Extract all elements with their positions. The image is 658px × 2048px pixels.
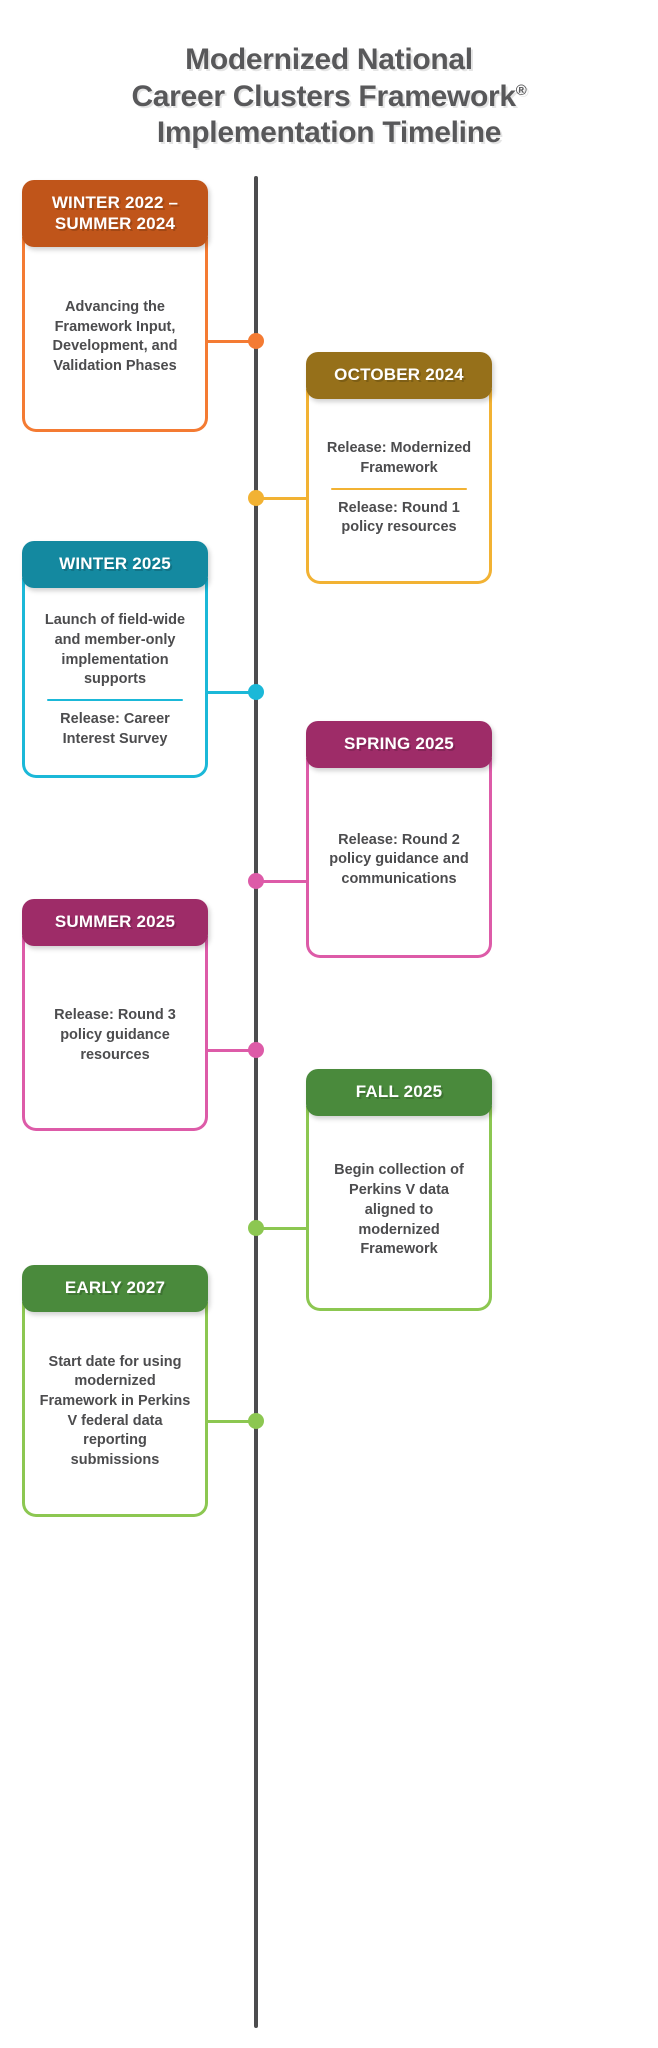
page-title: Modernized National Career Clusters Fram… [0,42,658,152]
timeline-card-text-winter-2025-1: Release: Career Interest Survey [60,710,170,747]
timeline-card-text-summer-2025-0: Release: Round 3 policy guidance resourc… [54,1007,176,1063]
timeline-card-label-line-2: SUMMER 2024 [54,213,176,233]
timeline-card-divider [47,698,183,701]
timeline-connector-october-2024 [256,497,309,500]
timeline-connector-summer-2025 [205,1049,256,1052]
timeline-card-header-winter-2022-summer-2024: WINTER 2022 –SUMMER 2024 [22,180,208,248]
timeline-card-header-winter-2025: WINTER 2025 [22,541,208,588]
timeline-card-body-summer-2025: Release: Round 3 policy guidance resourc… [22,935,208,1131]
timeline-card-header-fall-2025: FALL 2025 [306,1069,492,1116]
timeline-connector-early-2027 [205,1420,256,1423]
timeline-card-body-spring-2025: Release: Round 2 policy guidance and com… [306,757,492,958]
timeline-dot-summer-2025 [248,1042,264,1058]
timeline-card-text-october-2024-0: Release: Modernized Framework [326,440,472,477]
timeline-spine [254,176,258,2028]
timeline-card-body-early-2027: Start date for using modernized Framewor… [22,1301,208,1517]
timeline-card-header-summer-2025: SUMMER 2025 [22,899,208,946]
timeline-card-text-early-2027-0: Start date for using modernized Framewor… [39,1353,191,1469]
title-line-1: Modernized National [185,43,473,76]
timeline-dot-fall-2025 [248,1220,264,1236]
timeline-connector-winter-2025 [205,691,256,694]
timeline-card-divider [331,487,467,490]
timeline-card-header-october-2024: OCTOBER 2024 [306,352,492,399]
timeline-dot-october-2024 [248,490,264,506]
timeline-card-label-line-1: WINTER 2022 – [51,193,179,212]
timeline-dot-spring-2025 [248,873,264,889]
registered-trademark-icon: ® [515,81,527,99]
timeline-card-text-october-2024-1: Release: Round 1 policy resources [338,499,460,536]
timeline-dot-winter-2025 [248,684,264,700]
title-line-2: Career Clusters Framework [131,79,516,113]
timeline-connector-fall-2025 [256,1227,309,1230]
timeline-card-text-winter-2025-0: Launch of field-wide and member-only imp… [44,612,186,688]
timeline-connector-spring-2025 [256,880,309,883]
timeline-dot-winter-2022-summer-2024 [248,333,264,349]
timeline-card-body-winter-2022-summer-2024: Advancing the Framework Input, Developme… [22,237,208,433]
timeline-connector-winter-2022-summer-2024 [205,340,256,343]
timeline-card-body-fall-2025: Begin collection of Perkins V data align… [306,1105,492,1311]
timeline-card-header-early-2027: EARLY 2027 [22,1265,208,1312]
timeline-card-text-spring-2025-0: Release: Round 2 policy guidance and com… [329,831,469,888]
timeline-dot-early-2027 [248,1413,264,1429]
timeline-card-header-spring-2025: SPRING 2025 [306,721,492,768]
title-line-3: Implementation Timeline [156,116,502,150]
timeline-card-text-fall-2025-0: Begin collection of Perkins V data align… [334,1162,464,1258]
timeline-card-text-winter-2022-summer-2024-0: Advancing the Framework Input, Developme… [52,299,178,375]
timeline-card-body-winter-2025: Launch of field-wide and member-only imp… [22,577,208,778]
